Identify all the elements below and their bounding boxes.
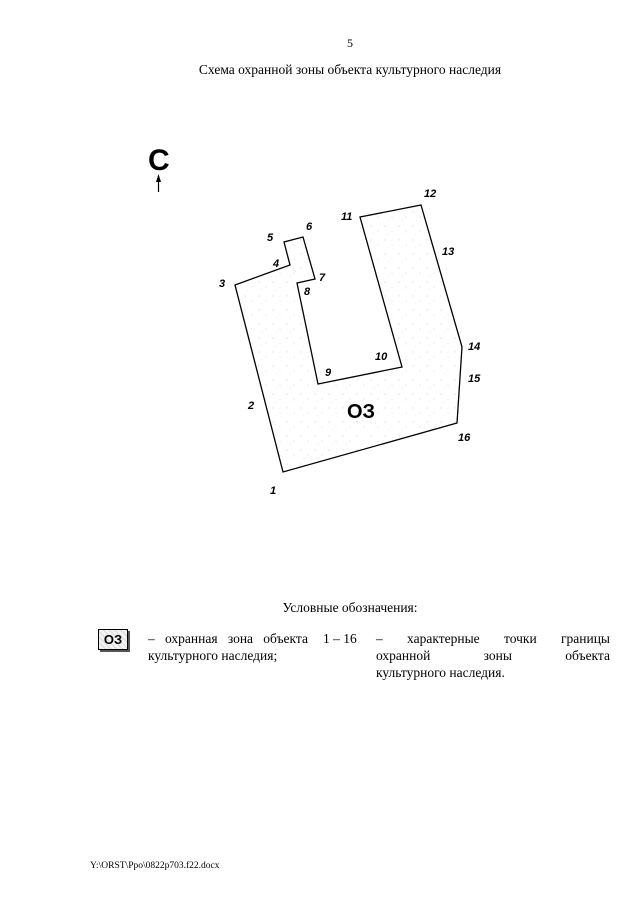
point-label-9: 9	[325, 367, 332, 379]
point-label-8: 8	[304, 286, 311, 298]
point-label-14: 14	[468, 341, 480, 353]
legend-points-line-1: – характерные точки границы	[376, 631, 610, 646]
legend-points-line-3: культурного наследия.	[376, 665, 505, 680]
point-label-13: 13	[442, 246, 454, 258]
point-label-2: 2	[247, 400, 254, 412]
point-label-3: 3	[219, 278, 225, 290]
legend-points-description: – характерные точки границы охранной зон…	[376, 630, 610, 681]
page-title: Схема охранной зоны объекта культурного …	[198, 62, 502, 77]
point-label-1: 1	[270, 485, 276, 497]
legend-title: Условные обозначения:	[282, 600, 418, 615]
point-label-12: 12	[424, 188, 436, 200]
point-label-15: 15	[468, 373, 481, 385]
page-number: 5	[347, 36, 353, 50]
north-letter: С	[148, 144, 170, 177]
point-label-4: 4	[272, 258, 279, 270]
point-label-7: 7	[319, 272, 326, 284]
legend-points-line-2: охранной зоны объекта	[376, 648, 610, 663]
legend-zone-symbol-label: ОЗ	[103, 632, 123, 647]
legend-zone-symbol: ОЗ	[98, 629, 130, 652]
point-label-5: 5	[267, 232, 274, 244]
legend-points-range: 1 – 16	[323, 631, 357, 646]
point-label-16: 16	[458, 432, 471, 444]
protection-zone-polygon	[234, 204, 463, 473]
zone-label: ОЗ	[347, 401, 375, 423]
file-path-footer: Y:\ORST\Ppo\0822p703.f22.docx	[90, 861, 220, 871]
point-label-11: 11	[341, 211, 352, 223]
point-label-10: 10	[375, 351, 388, 363]
point-label-6: 6	[306, 221, 313, 233]
north-arrow: С	[148, 146, 172, 196]
legend-zone-description: – охранная зона объекта культурного насл…	[148, 631, 308, 663]
north-arrow-icon	[156, 174, 161, 192]
protection-zone-map: ОЗ 1 2 3 4 5 6 7 8 9 10 11 12 13 14 15 1…	[219, 188, 481, 497]
